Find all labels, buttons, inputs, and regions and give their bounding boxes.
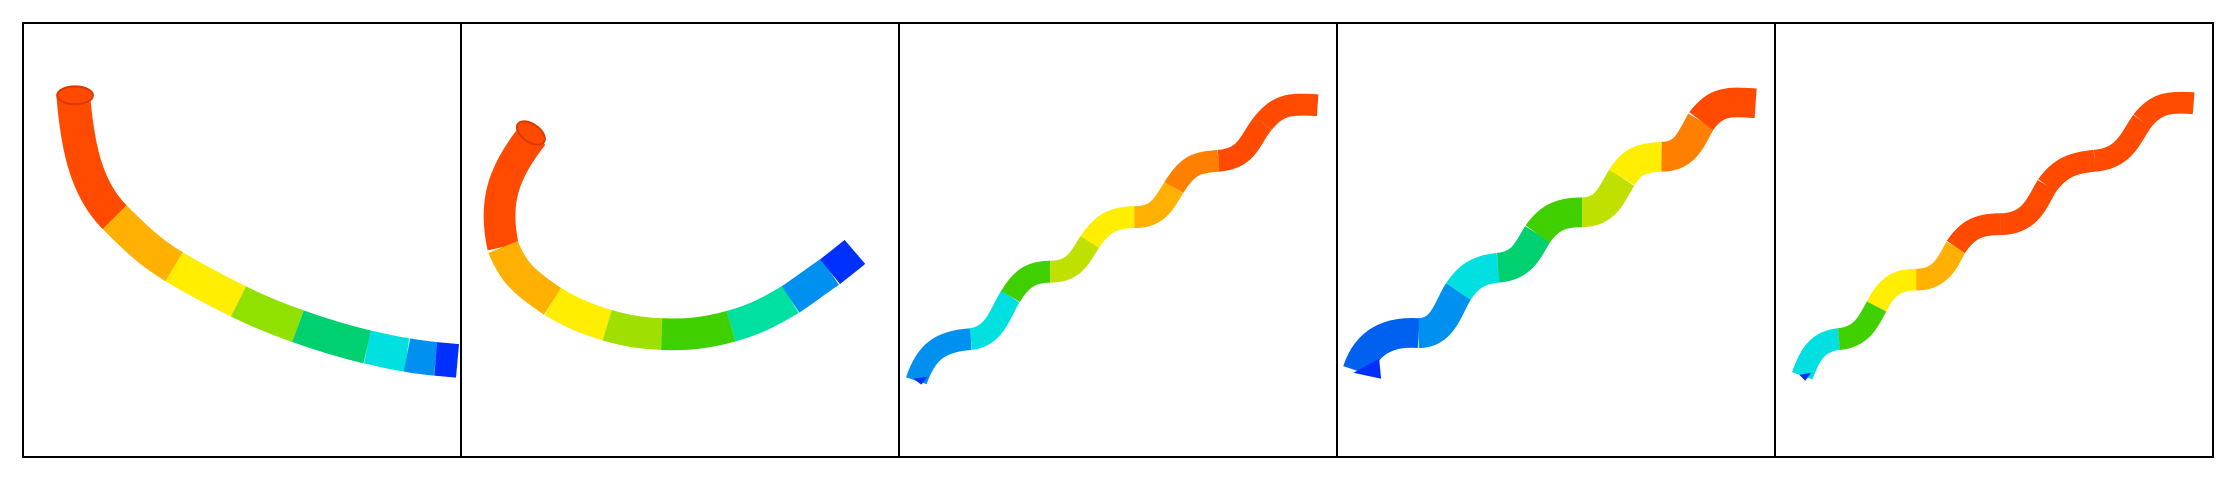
hook-tube-render	[483, 120, 866, 351]
panel-5	[1774, 24, 2212, 456]
panel-1	[24, 24, 460, 456]
arc-tube-render	[56, 85, 460, 378]
panel-3	[898, 24, 1336, 456]
wave-tube-render-red	[1791, 91, 2195, 381]
panel-4	[1336, 24, 1774, 456]
wave-tube-render-thick	[1343, 87, 1757, 379]
panel-2	[460, 24, 898, 456]
wave-tube-render	[906, 93, 1319, 385]
figure-frame	[22, 22, 2214, 458]
